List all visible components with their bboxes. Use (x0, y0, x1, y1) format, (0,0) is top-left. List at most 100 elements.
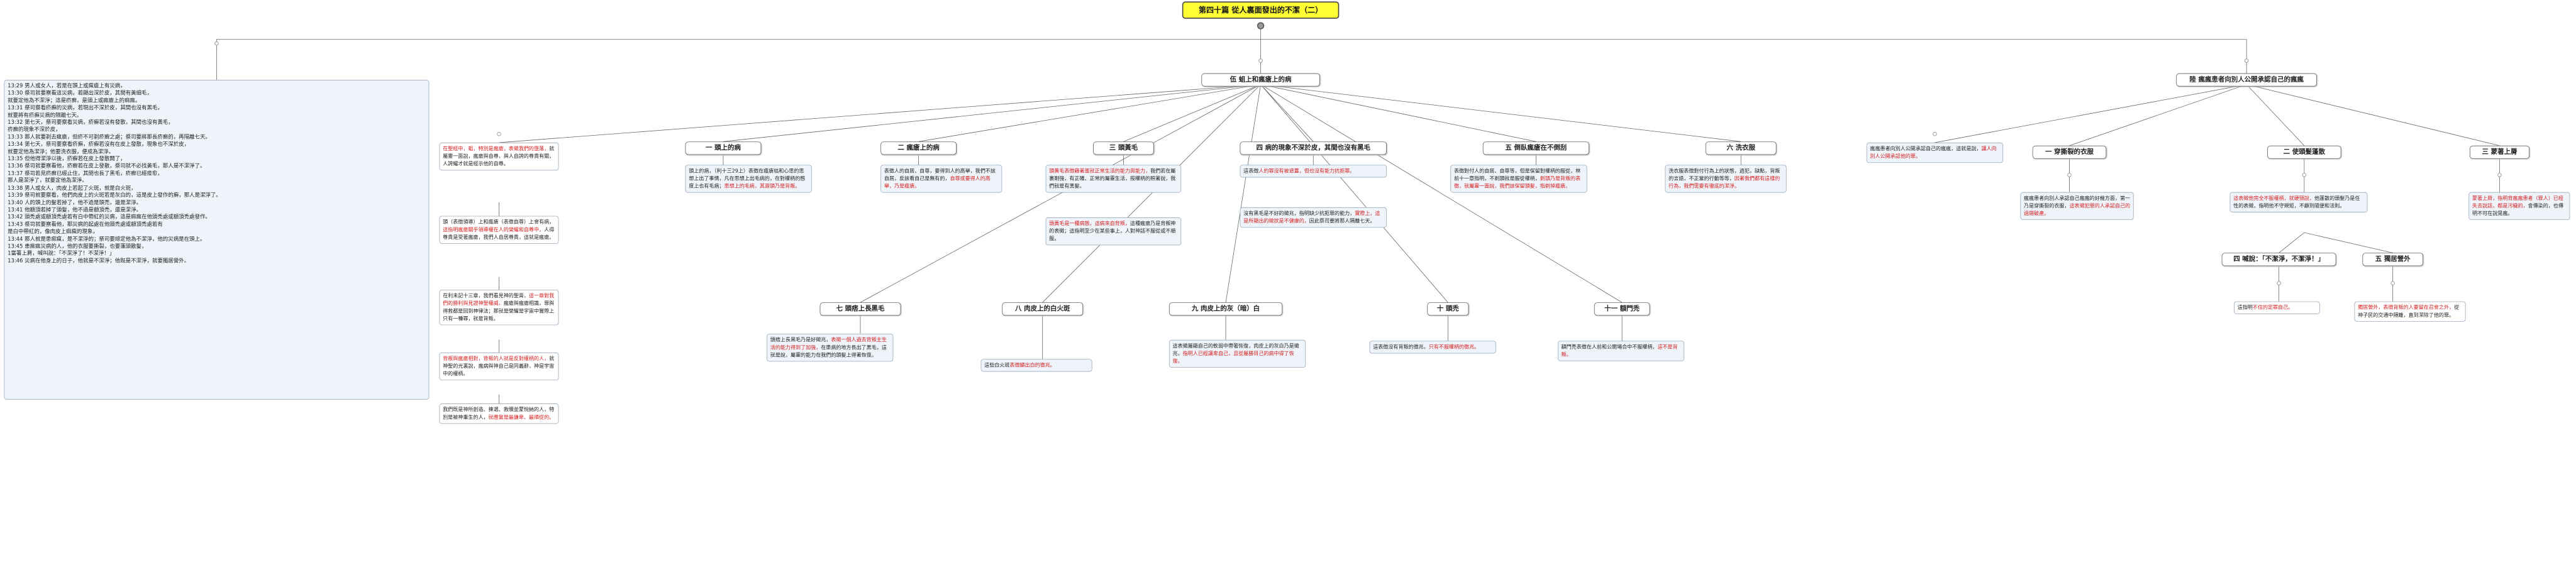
branch-b-sub-2-note-text: 他蓬散的頭髮乃是任性的表徵，指明他不守規矩，不顧到隨便和法則。 (2233, 195, 2360, 209)
sub-9-gray-white-note-text: 指明人已經讓卑自己，且從屬勝目己的病中得了恢復。 (1172, 351, 1294, 364)
connector-node-icon (214, 41, 219, 46)
sub-4-shallow[interactable]: 四 病的現象不深於皮，其間也沒有黑毛 (1240, 141, 1387, 155)
verse-line: 13:34 第七天，祭司要察看疥癬，疥癬若沒有在皮上發散，現象也不深於皮， (8, 141, 190, 148)
sub-1-note-text: 頭上的病，（利十三29上）表徵在瘋瘡枯和心思的思想上出了事情，凡在思想上出毛病的… (689, 168, 806, 189)
branch-b-outside-note-text: 獨居營外，表徵背叛的人要留在召會之外， (2358, 305, 2455, 311)
verse-line: 13:46 災病在他身上的日子，他就是不潔淨；他既是不潔淨，就要獨居營外。 (8, 258, 190, 264)
intro-humility-note-text: 就應當是最謙卑、最順從的。 (488, 414, 555, 420)
sub-2-note-text: 表徵人的自居、自尊，要得到人的高舉，我們不該自居，反該看自己是無有的， (884, 168, 996, 182)
branch-b-sub-1-note-text: 這表徵犯罪的人承認自己的過錯破產。 (2024, 203, 2131, 217)
branch-b-sub-3-note-text: 會傳染的，也傳明不可在說晃瘋。 (2472, 203, 2563, 217)
sub-8-white-spots[interactable]: 八 肉皮上的白火斑 (1002, 302, 1084, 316)
branch-b-title[interactable]: 陸 瘋瘋患者向別人公開承認自己的瘋瘋 (2176, 73, 2317, 87)
sub-5-note-text: 表徵對付人的自居、自尊等，但是保留對權柄的服從，林前十一章指明，不剃頭就是服從權… (1453, 168, 1581, 182)
branch-b-sub-3[interactable]: 三 蒙著上脣 (2470, 145, 2529, 159)
sub-4-note-text: 這表徵 (1243, 168, 1259, 174)
intro-fall-note: 在聖經中，蛆，特別是瘋瘡，表徵我們的墮落，就屬靈一面說，瘋瘡與自尊，與人自誇的尊… (439, 142, 559, 171)
sub-10-bald-note-text: 這表徵沒有背叛的徵兆， (1373, 344, 1429, 350)
sub-8-white-spots-note-text: 這些白火斑 (984, 362, 1010, 368)
sub-3-note-2-text: 這種瘋瘡乃是背叛神的表徵；這指明至少在某些事上，人對神話不服從或不順服。 (1049, 221, 1176, 242)
branch-b-sub-1[interactable]: 一 穿撕裂的衣服 (2032, 145, 2107, 159)
connector-node-icon (2390, 281, 2395, 285)
sub-9-gray-white[interactable]: 九 肉皮上的灰（暗）白 (1169, 302, 1283, 316)
sub-1-note-text: 思想上的毛病，其源頭乃是背叛。 (724, 184, 801, 189)
verse-line: 是白中帶紅的，像肉皮上痲瘋的現象， (8, 228, 98, 235)
branch-b-dwell-outside[interactable]: 五 獨居營外 (2362, 253, 2423, 266)
intro-leadership-note-text: 這指明瘋瘡關乎領導權在人的榮耀和自尊中， (443, 227, 545, 233)
sub-11-forehead-bald-note-text: 額門禿表徵在人前和公開場合中不服權柄， (1561, 344, 1658, 350)
sub-1-head-disease[interactable]: 一 頭上的病 (685, 141, 762, 155)
verse-line: 13:29 男人或女人，若是在頭上或瘋瘡上有災病， (8, 82, 126, 89)
intro-rebellion-note: 在利未記十三章，我們看見神的聖膏，這一章對我們的勝利與見證神聖權威，瘋瘡與瘋瘡相… (439, 290, 559, 326)
verse-line: 13:38 男人或女人，肉皮上若起了火斑，就是白火斑， (8, 185, 136, 191)
verse-line: 13:32 第七天，祭司要察看災病，疥癬若沒有發散，其間也沒有黃毛， (8, 119, 174, 126)
branch-b-cry-note-text: 這指明 (2237, 305, 2253, 311)
sub-9-gray-white-note-text: 這表徵屬顯自己的軟弱中帶著恢復，肉皮上的灰白乃是徵兆， (1172, 343, 1299, 357)
sub-6-note-text: 洗衣服表徵對付行為上的狀態，過犯，缺點，背叛的言語，不正當的行動等等， (1668, 168, 1780, 182)
sub-6-wash[interactable]: 六 洗衣服 (1705, 141, 1777, 155)
connector-node-icon (2277, 281, 2281, 285)
verse-line: 13:39 祭司就要察看，他們肉皮上的火斑若是灰白的，這是皮上發作的癬，那人是潔… (8, 192, 221, 199)
intro-rebellion-note-text: 這一章對我們的勝利與見證神聖權威， (443, 293, 555, 307)
connector-node-icon (2244, 58, 2249, 63)
verse-line: 13:40 人的頭上的髮若掉了，他不過是頭禿，還是潔淨。 (8, 199, 142, 206)
sub-4-note: 這表徵人的罪沒有被遮蓋，但也沒有能力抗拒罪。 (1240, 165, 1387, 178)
verse-line: 13:44 那人就是患痲瘋，是不潔淨的；祭司要總定他為不潔淨，他的災病是在頭上。 (8, 236, 206, 243)
branch-b-sub-2[interactable]: 二 使頭髮蓬散 (2267, 145, 2341, 159)
sub-10-bald[interactable]: 十 頭禿 (1427, 302, 1469, 316)
branch-b-sub-1-note-text: 瘋瘋患者向別人承認自己瘋瘋的好幾方面，第一乃是穿撕裂的衣服， (2024, 195, 2131, 209)
sub-9-gray-white-note: 這表徵屬顯自己的軟弱中帶著恢復，肉皮上的灰白乃是徵兆，指明人已經讓卑自己，且從屬… (1169, 339, 1306, 368)
sub-6-note-text: 因著我們都有這樣的行為，我們需要有徹底的潔淨。 (1668, 176, 1780, 189)
sub-3-note: 頭黃毛表徵藉著蛋就正常生活的能力與能力，我們若在屬裏剛強，有正確、正常的屬靈生活… (1045, 165, 1182, 193)
branch-b-sub-1-note: 瘋瘋患者向別人承認自己瘋瘋的好幾方面，第一乃是穿撕裂的衣服，這表徵犯罪的人承認自… (2020, 192, 2134, 221)
intro-authority-note-text: 背叛與瘋瘡相對，背叛的人就是反對權柄的人， (443, 356, 550, 362)
sub-7-black-hair[interactable]: 七 頭痞上長黑毛 (819, 302, 901, 316)
connector-node-icon (497, 132, 501, 136)
sub-5-shave[interactable]: 五 倒臥瘋瘡在不倒刮 (1482, 141, 1589, 155)
page-title: 第四十篇 從人裏面發出的不潔（二） (1182, 1, 1340, 19)
sub-7-black-hair-note-text: 頭痞上長黑毛乃是好徵兆， (770, 337, 831, 343)
sub-4-note-2-text: 實際上，這是所顯出的徵狀是不健康的， (1243, 211, 1380, 224)
intro-authority-note: 背叛與瘋瘡相對，背叛的人就是反對權柄的人，就神聖的光裏說，瘋病與神自己是同義辭，… (439, 352, 559, 381)
sub-3-note-2: 頭黃毛是一種病態，這病來自背叛，這種瘋瘡乃是背叛神的表徵；這指明至少在某些事上，… (1045, 217, 1182, 246)
sub-5-note-text: 剃頭乃是背叛的表徵，就屬靈一面說，我們該保留頭髮，指剃掉瘋瘡。 (1453, 176, 1581, 189)
sub-3-yellow-hair[interactable]: 三 頭黃毛 (1093, 141, 1154, 155)
scripture-verses-panel: 13:29 男人或女人，若是在頭上或瘋瘡上有災病，13:30 祭司就要察看這災病… (4, 80, 430, 400)
intro-rebellion-note-text: 瘋瘡與瘋瘡相識，罪與得救都是回到神律法；那就是榮耀是宇宙中實際上只有一種罪，就是… (443, 300, 555, 322)
sub-1-note: 頭上的病，（利十三29上）表徵在瘋瘡枯和心思的思想上出了事情，凡在思想上出毛病的… (685, 165, 812, 193)
sub-4-note-2-text: 沒有黑毛是不好的徵兆，指明缺少抗拒罪的能力， (1243, 211, 1355, 217)
branch-b-sub-2-note: 這表徵他完全不服權柄，就硬頸說，他蓬散的頭髮乃是任性的表徵，指明他不守規矩，不顧… (2229, 192, 2368, 212)
sub-7-black-hair-note-text: 表徵一個人過去背叛主生活的能力得到了加強， (770, 337, 887, 351)
verse-line: 1當著上脣，喊叫說：「不潔淨了！不潔淨！」 (8, 250, 115, 257)
branch-b-cry-unclean[interactable]: 四 喊說：「不潔淨，不潔淨！」 (2221, 253, 2336, 266)
sub-11-forehead-bald-note-text: 這不是背叛。 (1561, 344, 1678, 358)
branch-b-outside-note: 獨居營外，表徵背叛的人要留在召會之外，從神子民的交通中隔離，直到潔除了他的罪。 (2354, 301, 2466, 322)
sub-2-note: 表徵人的自居、自尊，要得到人的高舉，我們不該自居，反該看自己是無有的，自尊或要得… (880, 165, 1002, 193)
branch-b-outside-note-text: 從神子民的交通中隔離，直到潔除了他的罪。 (2358, 305, 2460, 319)
sub-4-note-2: 沒有黑毛是不好的徵兆，指明缺少抗拒罪的能力，實際上，這是所顯出的徵狀是不健康的，… (1240, 207, 1387, 228)
branch-b-intro-note-text: 讓人向別人公開承認他的罪。 (1870, 146, 1997, 160)
verse-line: 13:42 頭禿處或額頂禿處若有白中帶紅的災病，這是痲瘋在他頭禿處或額頂禿處發作… (8, 214, 211, 221)
sub-11-forehead-bald[interactable]: 十一 額門禿 (1594, 302, 1650, 316)
intro-leadership-note: 頭（表徵領導）上和瘋瘡（表徵自尊）上會有病，這指明瘋瘡關乎領導權在人的榮耀和自尊… (439, 216, 559, 244)
connector-node-icon (1933, 132, 1937, 136)
sub-11-forehead-bald-note: 額門禿表徵在人前和公開場合中不服權柄，這不是背叛。 (1557, 341, 1685, 361)
branch-b-sub-3-note-text: 蒙著上脣，指明背瘋瘋患者（罪人）已經失去說話，都是污穢的， (2472, 195, 2563, 209)
verse-line: 13:31 祭司察看疥癬的災病，若現出不深於皮，其間也沒有黑毛， (8, 104, 163, 111)
sub-4-note-2-text: 因此祭司要將那人隔離七天。 (1309, 218, 1375, 224)
verse-line: 13:30 祭司就要察看這災病，若顯出深於皮，其間有黃細毛， (8, 90, 152, 97)
verse-line: 那人是潔淨了，就要定他為潔淨。 (8, 177, 87, 184)
sub-5-note: 表徵對付人的自居、自尊等，但是保留對權柄的服從，林前十一章指明，不剃頭就是服從權… (1450, 165, 1587, 193)
verse-line: 13:36 祭司就要察看他，疥癬若在皮上發散，祭司就不必找黃毛，那人是不潔淨了。 (8, 163, 206, 170)
sub-8-white-spots-note: 這些白火斑表徵顯出白的徵兆。 (980, 359, 1092, 372)
connector-node-icon (2497, 173, 2502, 177)
verse-line: 13:37 祭司若見疥癬已經止住，其間也長了黑毛，疥癬已經痊愈， (8, 170, 163, 177)
root-hub (1257, 22, 1265, 30)
branch-b-intro-note-text: 瘋瘋患者向別人公開承認自己的瘋瘋，這就是說， (1870, 146, 1982, 152)
sub-2-beard-disease[interactable]: 二 瘋瘡上的病 (880, 141, 957, 155)
branch-a-title[interactable]: 伍 蛆上和瘋瘡上的病 (1201, 73, 1320, 87)
branch-b-cry-note-text: 不住的定罪自己。 (2252, 305, 2294, 311)
intro-leadership-note-text: 頭（表徵領導）上和瘋瘡（表徵自尊）上會有病， (443, 219, 555, 226)
sub-8-white-spots-note-text: 表徵顯出白的徵兆。 (1009, 362, 1055, 368)
